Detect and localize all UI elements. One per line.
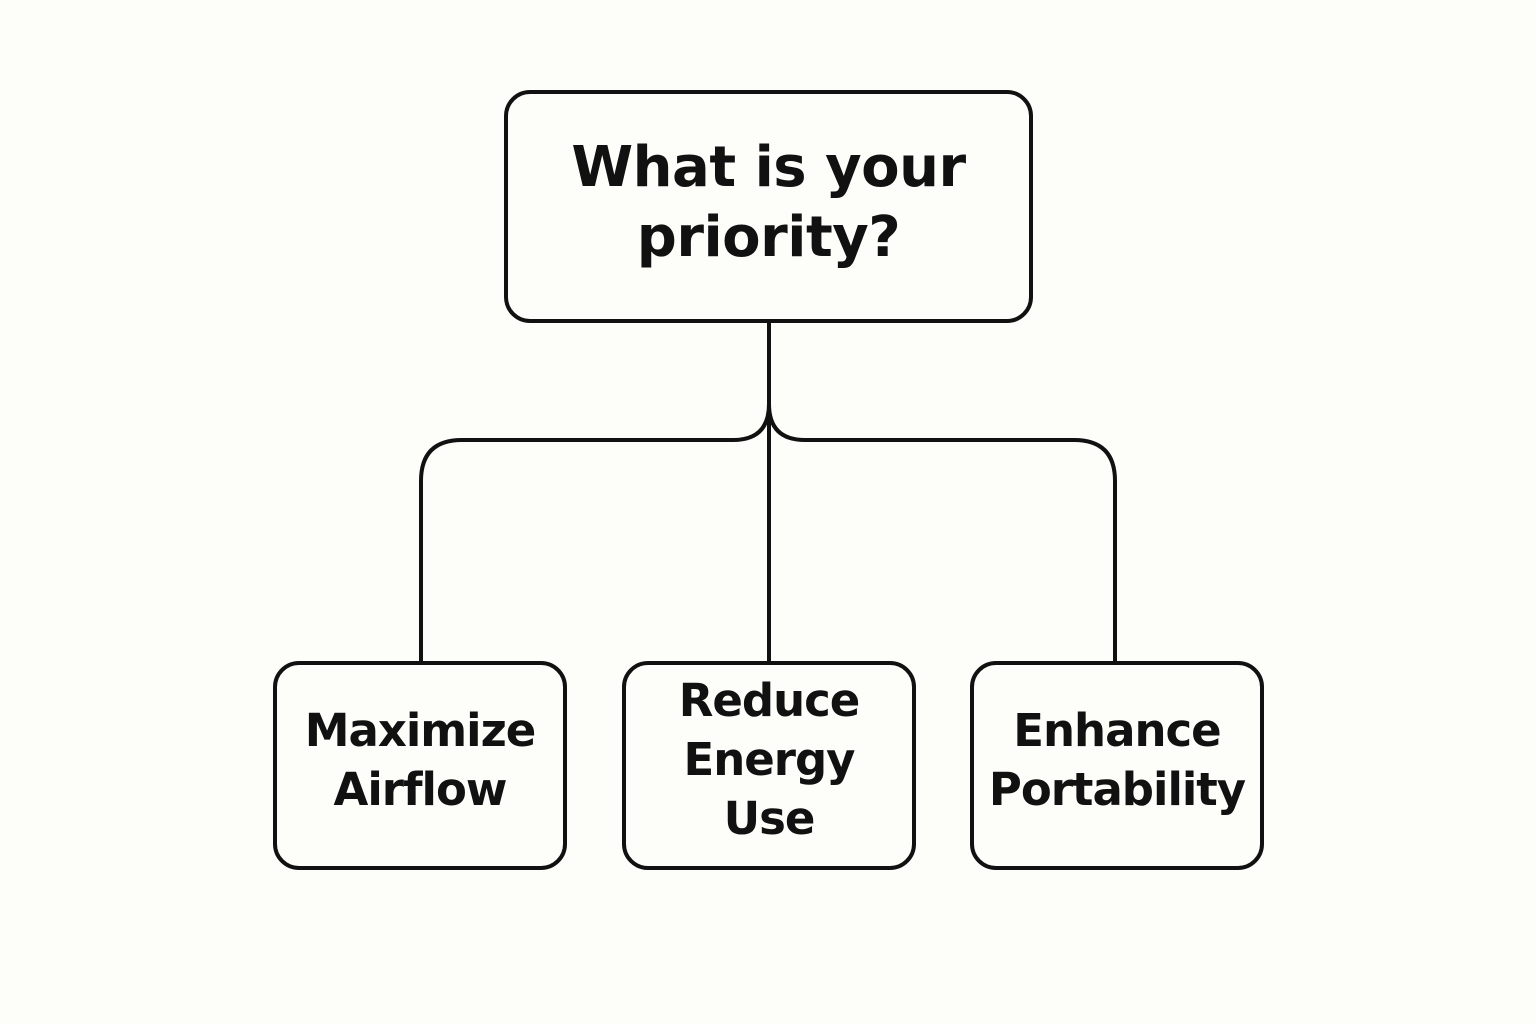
root-question-node: What is your priority? [504, 90, 1033, 323]
option-maximize-airflow-node: Maximize Airflow [273, 661, 567, 870]
connector-left-branch [419, 402, 771, 663]
option-label: Maximize Airflow [304, 703, 537, 816]
option-label: Reduce Energy Use [678, 674, 861, 845]
option-reduce-energy-use-node: Reduce Energy Use [622, 661, 916, 870]
option-label: Enhance Portability [988, 703, 1246, 816]
option-enhance-portability-node: Enhance Portability [970, 661, 1264, 870]
connector-right-branch [767, 402, 1117, 663]
root-question-label: What is your priority? [571, 134, 966, 270]
